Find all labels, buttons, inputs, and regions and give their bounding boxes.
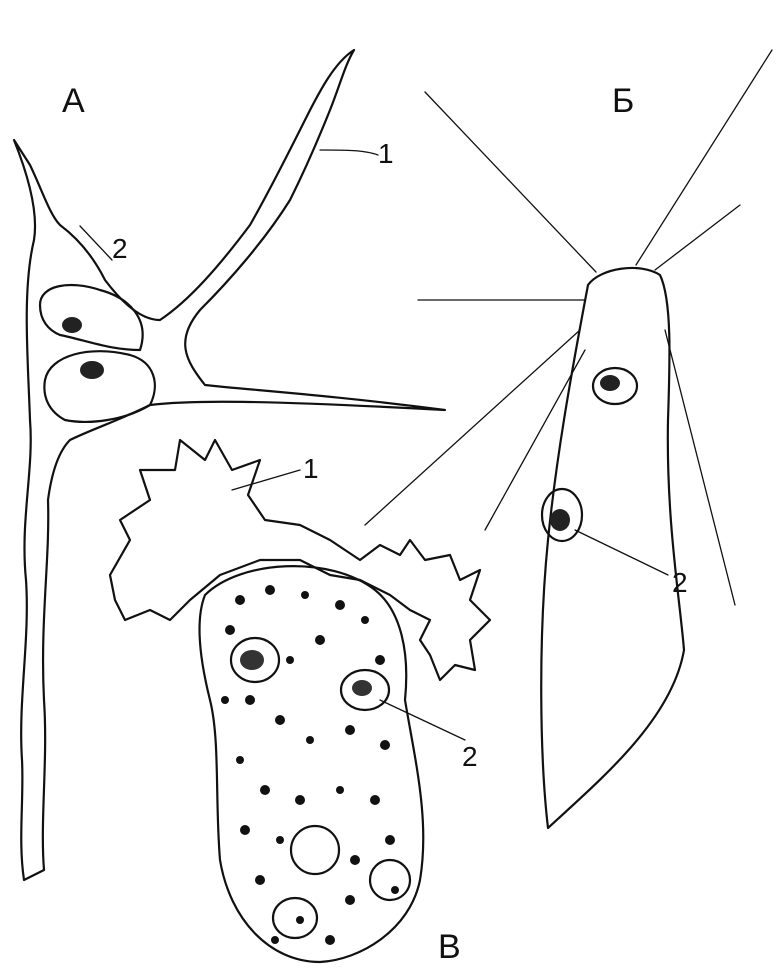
food-vacuole-c5 <box>273 898 317 938</box>
organism-c-body <box>200 566 424 962</box>
organism-b <box>365 50 772 828</box>
food-vacuole-a2 <box>44 351 154 422</box>
leader-line-c-food <box>380 700 465 740</box>
callout-a-top: 1 <box>378 138 394 169</box>
callout-c-pseudopod: 1 <box>303 453 319 484</box>
callout-b-food: 2 <box>672 567 688 598</box>
organism-c-pseudopods <box>110 440 490 680</box>
food-vacuole-c3 <box>291 826 339 874</box>
prey-c2 <box>352 680 372 696</box>
prey-b2 <box>550 509 570 531</box>
leader-line-b-food <box>575 530 668 575</box>
prey-a1 <box>62 317 82 333</box>
organism-c <box>110 440 490 962</box>
leader-line-a-food <box>80 226 112 260</box>
panel-label-b: Б <box>612 82 634 120</box>
food-vacuole-a1 <box>40 285 143 350</box>
leader-line-a-top <box>320 150 378 155</box>
prey-b1 <box>600 375 620 391</box>
callout-c-food: 2 <box>462 741 478 772</box>
callout-a-food: 2 <box>112 233 128 264</box>
panel-label-a: А <box>62 82 85 120</box>
leader-line-c-pseudopod <box>232 470 300 490</box>
panel-label-c: В <box>438 928 461 966</box>
prey-a2 <box>80 361 104 379</box>
prey-c1 <box>240 650 264 670</box>
food-vacuole-c4 <box>370 860 410 900</box>
